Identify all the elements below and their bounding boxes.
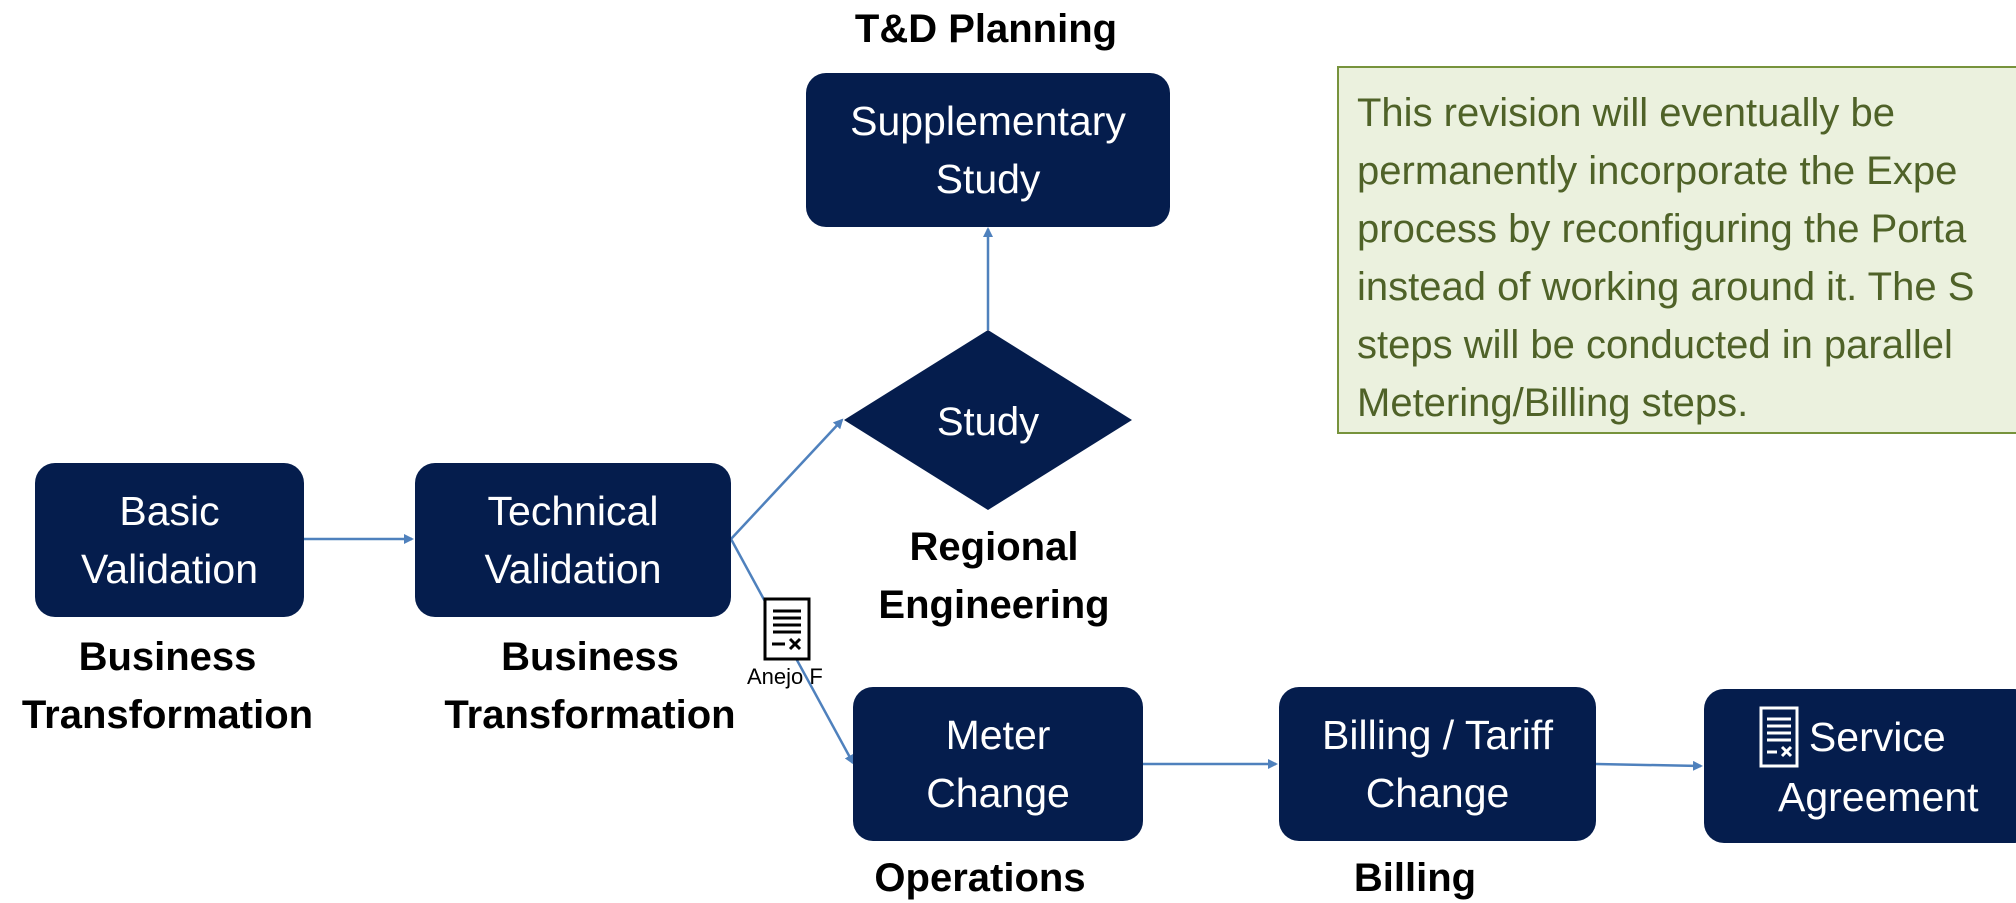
arrow-billing-to-service — [1595, 760, 1703, 771]
service-agreement-document-icon — [1759, 706, 1799, 768]
basic-validation-label: Basic Validation — [80, 488, 259, 592]
supplementary-study-label: Supplementary Study — [850, 98, 1126, 202]
study-diamond[interactable] — [844, 330, 1132, 510]
role-billing: Billing — [1353, 856, 1477, 900]
meter-change-label: Meter Change — [926, 712, 1070, 816]
arrow-technical-to-study — [730, 418, 844, 540]
role-operations: Operations — [874, 856, 1086, 900]
service-agreement-label-line1: Service — [1808, 714, 1946, 760]
basic-validation-box[interactable]: Basic Validation — [35, 463, 304, 617]
role-td-planning: T&D Planning — [854, 7, 1118, 51]
billing-tariff-change-label: Billing / Tariff Change — [1322, 712, 1553, 816]
billing-tariff-change-box[interactable]: Billing / Tariff Change — [1279, 687, 1596, 841]
meter-change-box[interactable]: Meter Change — [853, 687, 1143, 841]
role-business-transformation-1: Business Transformation — [21, 635, 314, 737]
technical-validation-label: Technical Validation — [484, 488, 662, 592]
anejo-f-document-icon[interactable] — [763, 597, 811, 661]
revision-note: This revision will eventually be permane… — [1337, 66, 2016, 434]
role-regional-engineering: Regional Engineering — [878, 525, 1110, 627]
service-agreement-label-line2: Agreement — [1778, 774, 1979, 820]
anejo-f-label: Anejo F — [747, 664, 823, 689]
service-agreement-box[interactable]: Service Agreement — [1704, 689, 2016, 843]
role-business-transformation-2: Business Transformation — [444, 635, 736, 737]
revision-note-text: This revision will eventually be permane… — [1357, 91, 1975, 425]
supplementary-study-box[interactable]: Supplementary Study — [806, 73, 1170, 227]
study-label: Study — [936, 400, 1040, 444]
technical-validation-box[interactable]: Technical Validation — [415, 463, 731, 617]
